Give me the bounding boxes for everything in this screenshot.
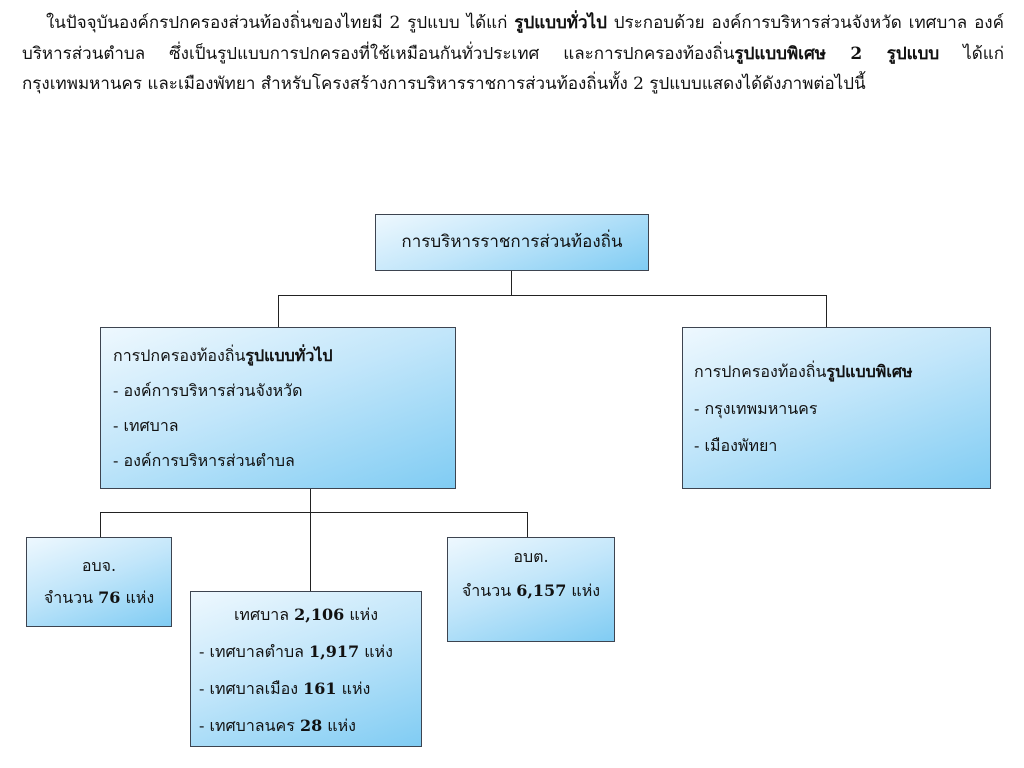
sao-count-prefix: จำนวน — [461, 581, 517, 600]
connector-level1-horizontal — [278, 295, 826, 296]
sub-suffix: แห่ง — [359, 642, 393, 661]
sao-count-line: จำนวน 6,157 แห่ง — [448, 574, 614, 608]
general-form-box: การปกครองท้องถิ่นรูปแบบทั่วไป - องค์การบ… — [100, 327, 456, 489]
municipality-sub-item: - เทศบาลเมือง 161 แห่ง — [199, 670, 421, 707]
root-box: การบริหารราชการส่วนท้องถิ่น — [375, 214, 649, 271]
sub-prefix: - เทศบาลนคร — [199, 716, 300, 735]
municipality-sub-item: - เทศบาลนคร 28 แห่ง — [199, 707, 421, 744]
general-form-title: การปกครองท้องถิ่นรูปแบบทั่วไป — [113, 338, 455, 373]
pao-count-prefix: จำนวน — [43, 588, 99, 607]
municipality-count: 2,106 — [294, 605, 345, 624]
general-title-prefix: การปกครองท้องถิ่น — [113, 346, 246, 365]
intro-text-2: ประกอบด้วย องค์การบริหารส่วนจังหวัด เทศบ… — [22, 13, 1004, 64]
general-title-bold: รูปแบบทั่วไป — [245, 346, 333, 365]
connector-general-down — [310, 488, 311, 591]
intro-bold-special: รูปแบบพิเศษ 2 รูปแบบ — [734, 43, 940, 64]
sub-count: 1,917 — [309, 642, 360, 661]
sub-suffix: แห่ง — [336, 679, 371, 698]
pao-count-suffix: แห่ง — [120, 588, 155, 607]
connector-to-general — [278, 295, 279, 327]
intro-text-3: ได้แก่ กรุงเทพมหานคร และเมืองพัทยา สำหรั… — [22, 43, 1004, 95]
intro-bold-general: รูปแบบทั่วไป — [514, 13, 607, 33]
sao-count: 6,157 — [516, 581, 567, 600]
connector-to-sao — [527, 512, 528, 537]
sub-prefix: - เทศบาลเมือง — [199, 679, 304, 698]
municipality-count-suffix: แห่ง — [344, 605, 379, 624]
sao-box: อบต. จำนวน 6,157 แห่ง — [447, 537, 615, 642]
sub-prefix: - เทศบาลตำบล — [199, 642, 310, 661]
general-item: - เทศบาล — [113, 416, 179, 435]
intro-text-1: ในปัจจุบันองค์กรปกครองส่วนท้องถิ่นของไทย… — [46, 13, 515, 33]
special-item: - กรุงเทพมหานคร — [694, 399, 818, 418]
sub-suffix: แห่ง — [322, 716, 356, 735]
municipality-box: เทศบาล 2,106 แห่ง - เทศบาลตำบล 1,917 แห่… — [190, 591, 422, 747]
sao-count-suffix: แห่ง — [566, 581, 601, 600]
pao-name: อบจ. — [81, 556, 117, 575]
municipality-title: เทศบาล 2,106 แห่ง — [199, 596, 421, 633]
special-form-box: การปกครองท้องถิ่นรูปแบบพิเศษ - กรุงเทพมห… — [682, 327, 991, 489]
sub-count: 28 — [299, 716, 323, 735]
municipality-name: เทศบาล — [233, 605, 295, 624]
intro-paragraph: ในปัจจุบันองค์กรปกครองส่วนท้องถิ่นของไทย… — [22, 8, 1004, 100]
special-title-bold: รูปแบบพิเศษ — [826, 362, 913, 381]
sao-name: อบต. — [513, 547, 549, 566]
connector-level2-horizontal — [100, 512, 528, 513]
pao-box: อบจ. จำนวน 76 แห่ง — [26, 537, 172, 627]
root-label: การบริหารราชการส่วนท้องถิ่น — [401, 232, 623, 252]
connector-root-down — [511, 270, 512, 296]
special-item: - เมืองพัทยา — [694, 436, 778, 455]
sub-count: 161 — [303, 679, 337, 698]
special-title-prefix: การปกครองท้องถิ่น — [694, 362, 827, 381]
general-item: - องค์การบริหารส่วนตำบล — [113, 451, 295, 470]
municipality-sub-item: - เทศบาลตำบล 1,917 แห่ง — [199, 633, 421, 670]
general-item: - องค์การบริหารส่วนจังหวัด — [113, 381, 303, 400]
pao-count: 76 — [98, 588, 121, 607]
special-form-title: การปกครองท้องถิ่นรูปแบบพิเศษ — [694, 353, 990, 390]
connector-to-pao — [100, 512, 101, 537]
connector-to-special — [826, 295, 827, 327]
pao-count-line: จำนวน 76 แห่ง — [27, 582, 171, 614]
